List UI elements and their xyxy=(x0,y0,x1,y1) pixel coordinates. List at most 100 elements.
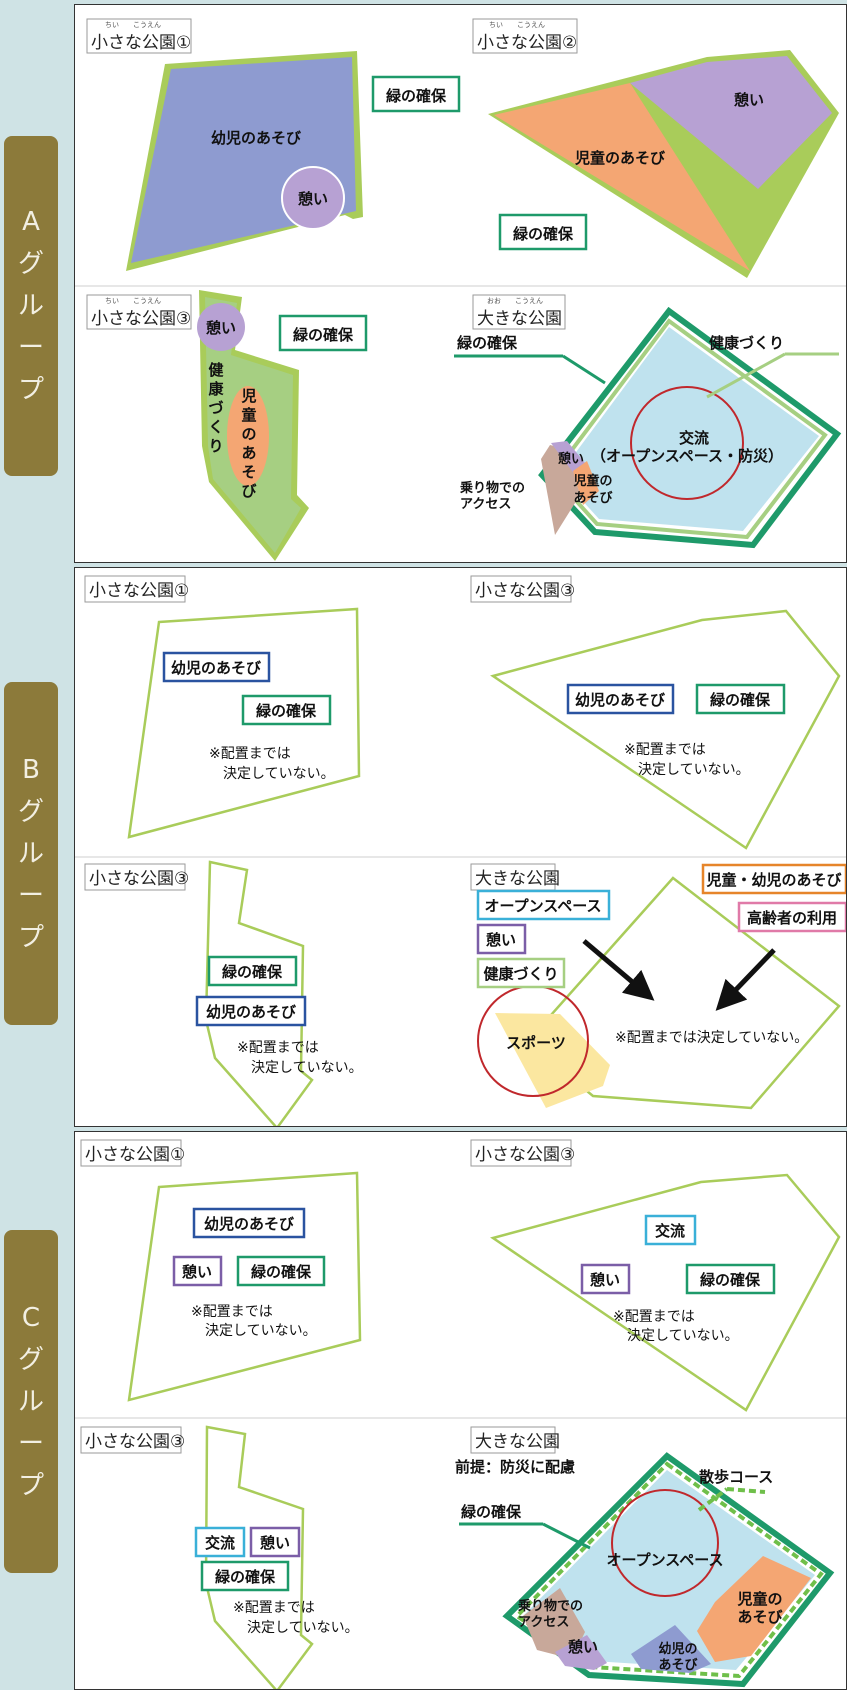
walking-course xyxy=(513,1461,824,1679)
park-title-box xyxy=(84,863,186,891)
svg-text:健: 健 xyxy=(208,361,223,379)
note-line-2: 決定していない。 xyxy=(251,1060,363,1076)
label-health: 健康づくり xyxy=(709,334,784,352)
group-b-char: プ xyxy=(17,922,44,953)
park-outline xyxy=(204,1425,314,1689)
box-label-rest: 憩い xyxy=(590,1271,620,1289)
group-c-badge: C グ ル ー プ xyxy=(4,1230,58,1573)
group-a-char: プ xyxy=(17,375,44,405)
note: ※配置までは決定していない。 xyxy=(615,1030,808,1046)
park-title: 大きな公園 xyxy=(477,309,562,329)
zone-label-exchange: 交流 xyxy=(679,429,709,447)
park-title: 小さな公園③ xyxy=(91,309,191,329)
label-green: 緑の確保 xyxy=(461,1503,522,1521)
note-line-2: 決定していない。 xyxy=(223,766,335,782)
park-title-ruby: おお こうえん xyxy=(487,297,543,305)
park-title: 小さな公園③ xyxy=(89,869,189,889)
zone-label-child: 児童のあそび xyxy=(574,149,665,167)
park-title: 小さな公園① xyxy=(91,33,191,53)
zone-label-infant: 幼児のあそび xyxy=(211,129,301,147)
a-large-park: おお こうえん 大きな公園 交流 （オープンスペース・防災） 憩い 児童の あそ… xyxy=(454,294,842,549)
box-label-rest: 憩い xyxy=(486,931,516,949)
group-c-char: プ xyxy=(17,1470,44,1501)
zone-label-infant-2: あそび xyxy=(658,1658,698,1673)
arrow xyxy=(582,939,655,1001)
park-outline xyxy=(490,1173,841,1412)
rest-zone xyxy=(197,303,245,351)
box-label-infant: 幼児のあそび xyxy=(171,659,261,677)
box-label-green: 緑の確保 xyxy=(386,87,447,105)
child-infant-box xyxy=(701,863,846,895)
label-green: 緑の確保 xyxy=(457,334,518,352)
green-box xyxy=(685,1263,776,1295)
box-label-child-infant: 児童・幼児のあそび xyxy=(705,871,841,889)
box-label-green: 緑の確保 xyxy=(215,1568,276,1586)
zone-label-rest: 憩い xyxy=(734,91,764,109)
park-title-box xyxy=(80,1426,182,1454)
note-line-2: 決定していない。 xyxy=(638,762,750,778)
box-label-green: 緑の確保 xyxy=(251,1263,312,1281)
child-play-zone xyxy=(573,461,599,505)
svg-text:び: び xyxy=(241,482,256,500)
exchange-box xyxy=(644,1214,697,1246)
park-outline xyxy=(490,609,841,850)
svg-text:く: く xyxy=(208,418,223,436)
green-box xyxy=(695,683,786,715)
box-label-infant: 幼児のあそび xyxy=(206,1003,296,1021)
premise-label: 前提：防災に配慮 xyxy=(455,1458,575,1476)
svg-text:康: 康 xyxy=(208,380,224,398)
exchange-circle xyxy=(630,386,744,500)
group-c-diagram: 小さな公園① 幼児のあそび 憩い 緑の確保 ※配置までは 決定していない。 小さ… xyxy=(75,1139,846,1689)
green-box xyxy=(236,1255,326,1287)
svg-text:づ: づ xyxy=(208,399,223,417)
park-title: 小さな公園① xyxy=(85,1145,185,1165)
group-b-panel: 小さな公園① 幼児のあそび 緑の確保 ※配置までは 決定していない。 小さな公園… xyxy=(74,567,847,1127)
svg-text:り: り xyxy=(208,437,223,455)
svg-text:そ: そ xyxy=(241,463,256,481)
group-c-char: C xyxy=(21,1302,41,1333)
group-a-char: グ xyxy=(17,249,44,279)
rest-zone xyxy=(281,166,345,230)
b-small-park-3b: 小さな公園③ 緑の確保 幼児のあそび ※配置までは 決定していない。 xyxy=(84,860,363,1126)
elderly-box xyxy=(737,901,846,933)
zone-label-vehicle-2: アクセス xyxy=(460,497,511,512)
box-label-open: オープンスペース xyxy=(484,897,601,915)
infant-box xyxy=(195,995,307,1027)
group-a-panel: ちい こうえん 小さな公園① 幼児のあそび 憩い 緑の確保 ちい こうえん 小さ… xyxy=(74,4,847,563)
rest-box xyxy=(580,1263,631,1295)
svg-text:児: 児 xyxy=(240,387,256,405)
vehicle-access-zone xyxy=(523,1588,585,1659)
exchange-zone xyxy=(559,327,819,531)
park-title-box xyxy=(470,575,572,603)
group-a-diagram: ちい こうえん 小さな公園① 幼児のあそび 憩い 緑の確保 ちい こうえん 小さ… xyxy=(75,18,846,561)
note-line-2: 決定していない。 xyxy=(627,1328,739,1344)
park-title: 小さな公園② xyxy=(477,33,577,53)
rest-box xyxy=(172,1255,223,1287)
zone-label-child: 児童の xyxy=(572,473,612,489)
infant-box xyxy=(192,1207,306,1239)
box-label-infant: 幼児のあそび xyxy=(204,1215,294,1233)
park-title-box xyxy=(472,294,566,330)
park-title-box xyxy=(86,18,192,54)
zone-label-rest: 憩い xyxy=(568,1638,598,1656)
svg-text:の: の xyxy=(241,425,256,443)
box-label-health: 健康づくり xyxy=(483,965,558,983)
park-title: 小さな公園① xyxy=(89,581,189,601)
b-large-park: 大きな公園 スポーツ オープンスペース 憩い 健康づくり 児童・幼児のあそび 高… xyxy=(470,863,846,1110)
child-play-zone xyxy=(494,83,750,271)
park-outline xyxy=(127,1171,362,1402)
park-outline xyxy=(204,860,314,1126)
park-title: 大きな公園 xyxy=(475,1432,560,1452)
box-label-elderly: 高齢者の利用 xyxy=(747,909,837,927)
group-b-badge: B グ ル ー プ xyxy=(4,682,58,1025)
box-label-green: 緑の確保 xyxy=(700,1271,761,1289)
box-label-green: 緑の確保 xyxy=(256,702,317,720)
rest-zone xyxy=(630,56,832,189)
rest-zone xyxy=(551,441,585,475)
box-label-exchange: 交流 xyxy=(205,1534,235,1552)
note-line-2: 決定していない。 xyxy=(205,1323,317,1339)
green-box xyxy=(200,1560,290,1592)
group-c-panel: 小さな公園① 幼児のあそび 憩い 緑の確保 ※配置までは 決定していない。 小さ… xyxy=(74,1131,847,1690)
zone-label-child: 児童の xyxy=(736,1590,782,1608)
open-space-circle xyxy=(611,1489,719,1597)
